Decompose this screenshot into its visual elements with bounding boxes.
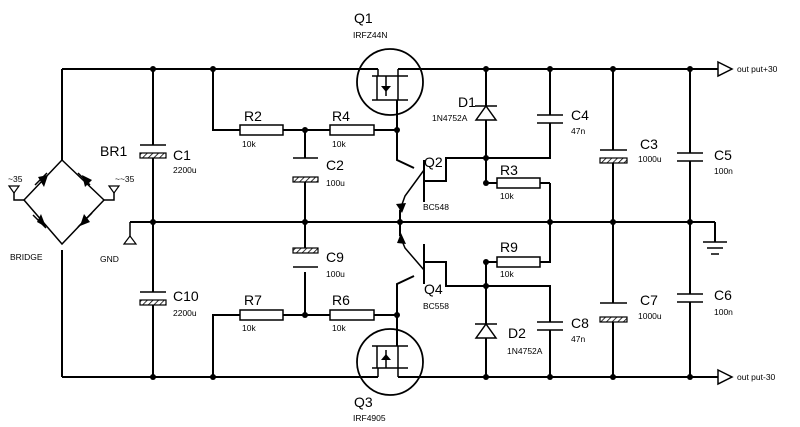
c2-ref: C2 [326, 157, 344, 173]
q2-part: BC548 [423, 202, 449, 212]
r2-ref: R2 [244, 108, 262, 124]
capacitor-c1 [139, 69, 167, 222]
resistor-r9 [486, 222, 551, 268]
out-negative-arrow [717, 368, 734, 386]
bridge-rectifier [7, 69, 121, 377]
q4-part: BC558 [423, 301, 449, 311]
c3-ref: C3 [640, 136, 658, 152]
transistor-q2 [396, 130, 486, 222]
q1-part: IRFZ44N [353, 30, 387, 40]
c7-ref: C7 [640, 292, 658, 308]
c9-value: 100u [326, 269, 345, 279]
ac-right-label: ~~35 [115, 174, 135, 184]
c8-ref: C8 [571, 315, 589, 331]
d2-ref: D2 [508, 325, 526, 341]
capacitor-c5 [677, 69, 703, 222]
c10-value: 2200u [173, 308, 197, 318]
r4-ref: R4 [332, 108, 350, 124]
lower-bias-wiring [212, 222, 397, 377]
r3-ref: R3 [500, 162, 518, 178]
c1-ref: C1 [173, 147, 191, 163]
transistor-q4 [396, 222, 486, 315]
d1-ref: D1 [458, 94, 476, 110]
out-positive-label: out put+30 [737, 64, 778, 74]
mosfet-q1 [356, 48, 424, 130]
junction-dots [150, 66, 693, 380]
d2-part: 1N4752A [507, 346, 543, 356]
resistor-r7 [239, 309, 284, 321]
out-negative-label: out put-30 [737, 372, 776, 382]
capacitor-c2 [292, 157, 319, 183]
capacitor-c9 [292, 247, 319, 268]
ac-left-label: ~35 [8, 174, 23, 184]
capacitor-c6 [677, 222, 703, 377]
r2-value: 10k [242, 139, 256, 149]
zener-d1 [474, 69, 498, 183]
c6-ref: C6 [714, 287, 732, 303]
c9-ref: C9 [326, 249, 344, 265]
c5-value: 100n [714, 166, 733, 176]
earth-ground-symbol [703, 222, 727, 255]
q2-ref: Q2 [424, 154, 443, 170]
q4-ref: Q4 [424, 281, 443, 297]
resistor-r4 [329, 124, 375, 136]
resistor-r6 [329, 309, 375, 321]
out-positive-arrow [717, 60, 734, 78]
r7-ref: R7 [244, 292, 262, 308]
q1-ref: Q1 [354, 10, 373, 26]
r4-value: 10k [332, 139, 346, 149]
capacitor-c3 [599, 69, 628, 222]
q3-ref: Q3 [354, 394, 373, 410]
r3-value: 10k [500, 191, 514, 201]
q3-part: IRF4905 [353, 413, 386, 423]
zener-d2 [474, 262, 498, 377]
r6-ref: R6 [332, 292, 350, 308]
c2-value: 100u [326, 178, 345, 188]
mosfet-q3 [356, 315, 424, 396]
r6-value: 10k [332, 323, 346, 333]
c4-ref: C4 [571, 107, 589, 123]
br1-part: BRIDGE [10, 252, 43, 262]
capacitor-c8 [486, 285, 563, 377]
c5-ref: C5 [714, 147, 732, 163]
resistor-r2 [239, 124, 284, 136]
capacitor-c4 [486, 69, 563, 222]
c1-value: 2200u [173, 165, 197, 175]
c7-value: 1000u [638, 311, 662, 321]
resistor-r3 [486, 177, 550, 189]
c8-value: 47n [571, 334, 585, 344]
capacitor-c10 [139, 222, 167, 377]
c4-value: 47n [571, 126, 585, 136]
c3-value: 1000u [638, 154, 662, 164]
br1-ref: BR1 [100, 143, 127, 159]
r7-value: 10k [242, 323, 256, 333]
r9-ref: R9 [500, 239, 518, 255]
c10-ref: C10 [173, 288, 199, 304]
r9-value: 10k [500, 269, 514, 279]
gnd-port-symbol [122, 222, 138, 245]
d1-part: 1N4752A [432, 113, 468, 123]
capacitor-c7 [599, 222, 628, 377]
c6-value: 100n [714, 307, 733, 317]
gnd-port-label: GND [100, 254, 119, 264]
